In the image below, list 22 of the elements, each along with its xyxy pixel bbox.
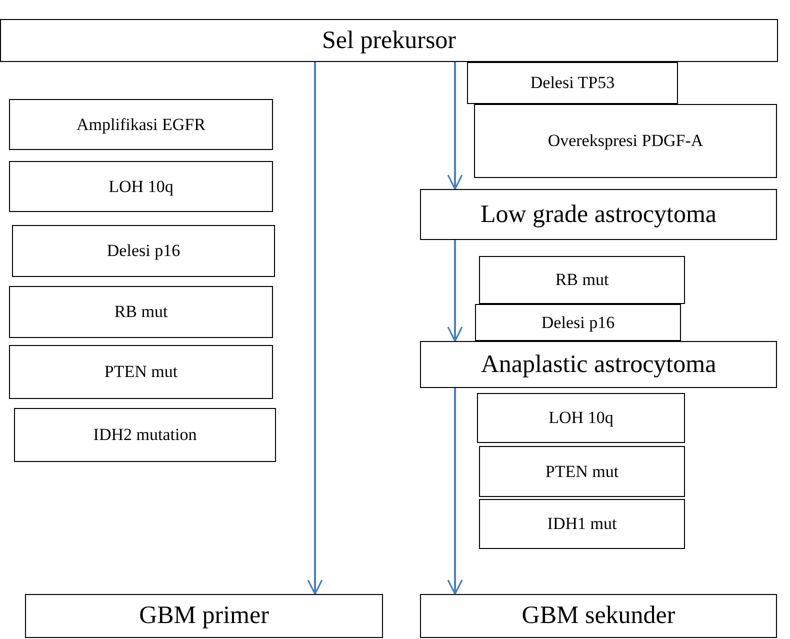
mutation-box: Delesi p16 xyxy=(12,225,275,277)
mutation-box: LOH 10q xyxy=(9,161,273,212)
mutation-box: IDH1 mut xyxy=(479,499,685,549)
mutation-box: IDH2 mutation xyxy=(14,408,276,462)
stage-box: Sel prekursor xyxy=(0,19,778,62)
mutation-box: Delesi p16 xyxy=(475,304,681,341)
arrow xyxy=(447,388,463,595)
mutation-box: RB mut xyxy=(479,256,685,304)
stage-box: GBM primer xyxy=(25,594,383,638)
mutation-box: Amplifikasi EGFR xyxy=(9,99,273,150)
mutation-box: Delesi TP53 xyxy=(467,62,678,104)
mutation-box: RB mut xyxy=(9,286,273,338)
mutation-box: PTEN mut xyxy=(479,446,685,497)
stage-box: Low grade astrocytoma xyxy=(420,189,777,240)
stage-box: GBM sekunder xyxy=(420,594,777,638)
mutation-box: Overekspresi PDGF-A xyxy=(474,104,777,178)
mutation-box: LOH 10q xyxy=(477,393,685,443)
stage-box: Anaplastic astrocytoma xyxy=(420,341,777,388)
arrow xyxy=(447,62,463,190)
arrow xyxy=(447,240,463,342)
mutation-box: PTEN mut xyxy=(9,345,273,399)
arrow xyxy=(307,62,323,595)
